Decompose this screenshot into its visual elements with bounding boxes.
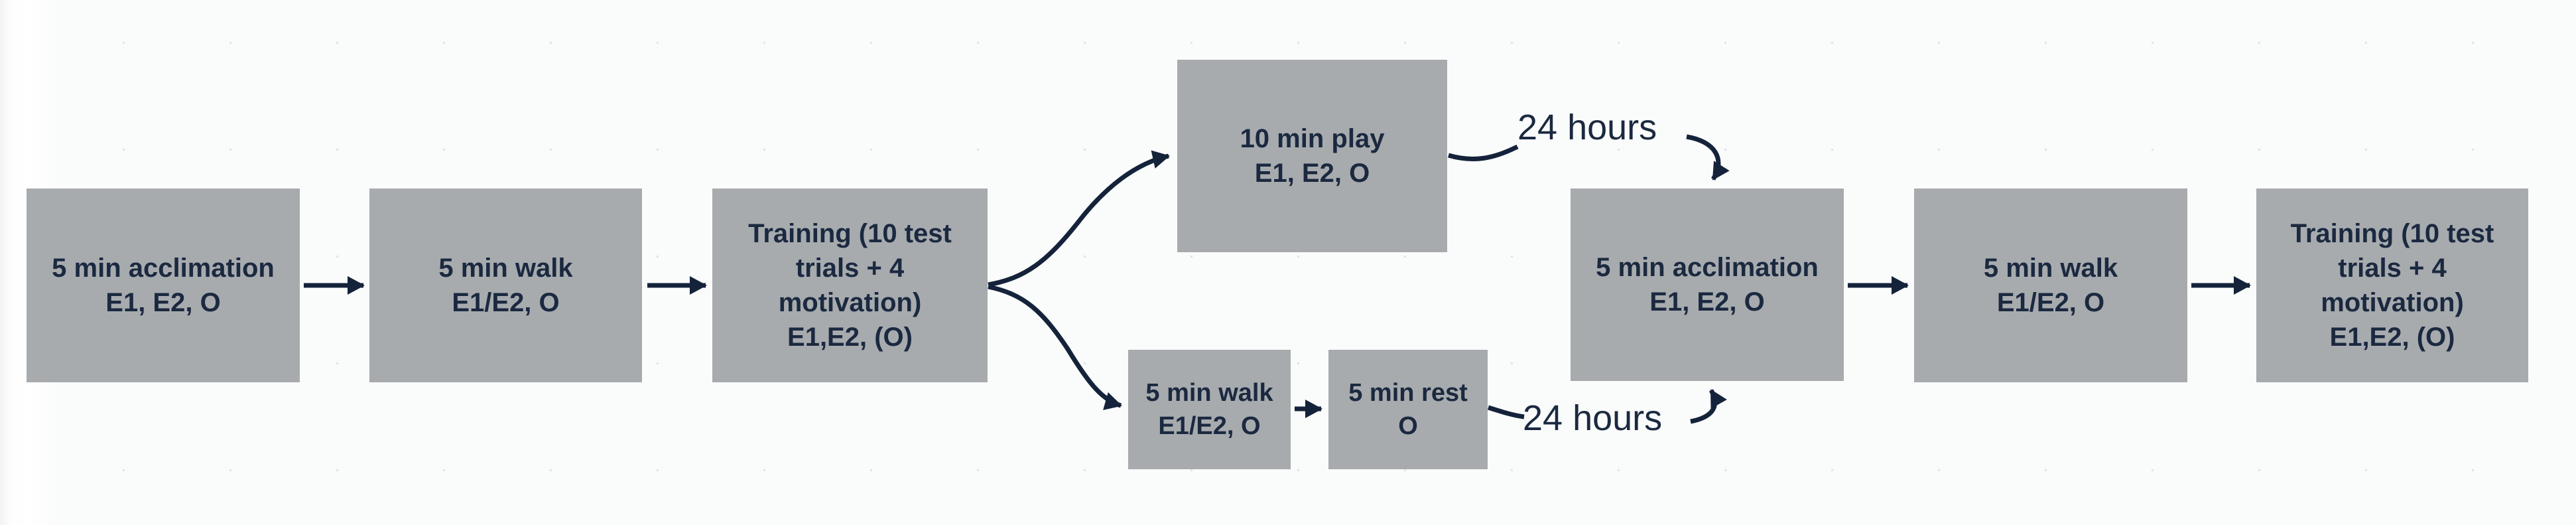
node-text-line: 5 min acclimation (52, 254, 275, 283)
node-text-line: motivation) (2321, 288, 2464, 317)
node-text-line: O (1398, 412, 1418, 440)
node-rest: 5 min rest O (1328, 350, 1488, 469)
node-text-line: 10 min play (1240, 124, 1385, 153)
node-text-line: 5 min acclimation (1596, 253, 1819, 282)
node-text-line: E1,E2, (O) (2329, 323, 2455, 352)
node-training-1: Training (10 test trials + 4 motivation)… (712, 188, 988, 382)
arrow-fork-lower-to-walk-branch (988, 284, 1122, 410)
node-walk-branch: 5 min walk E1/E2, O (1128, 350, 1291, 469)
node-text-line: E1, E2, O (1254, 159, 1370, 188)
node-text-line: trials + 4 (2338, 254, 2447, 283)
connector-play-to-24hours-top (1448, 144, 1519, 161)
node-text-line: E1/E2, O (1996, 288, 2105, 317)
node-text-line: 5 min walk (1145, 379, 1273, 407)
arrow-24hours-top-into-acclimation2 (1686, 134, 1730, 181)
label-24-hours-bottom: 24 hours (1523, 398, 1663, 438)
node-text-line: trials + 4 (795, 254, 905, 283)
node-text-line: Training (10 test (748, 219, 952, 248)
label-24-hours-top: 24 hours (1517, 108, 1657, 147)
node-text-line: E1/E2, O (1158, 412, 1261, 440)
node-acclimation-2: 5 min acclimation E1, E2, O (1571, 188, 1844, 381)
node-text-line: 5 min walk (438, 254, 573, 283)
node-text-line: 5 min walk (1983, 254, 2118, 283)
node-walk-1: 5 min walk E1/E2, O (369, 188, 642, 382)
connector-rest-to-24hours-bottom (1487, 405, 1525, 419)
node-training-2: Training (10 test trials + 4 motivation)… (2256, 188, 2528, 382)
node-acclimation-1: 5 min acclimation E1, E2, O (27, 188, 300, 382)
arrow-24hours-bottom-into-acclimation2 (1690, 389, 1727, 424)
node-text-line: E1, E2, O (105, 288, 221, 317)
node-walk-2: 5 min walk E1/E2, O (1914, 188, 2187, 382)
node-play: 10 min play E1, E2, O (1177, 60, 1447, 252)
node-text-line: 5 min rest (1348, 379, 1468, 407)
node-text-line: E1/E2, O (452, 288, 560, 317)
node-text-line: E1,E2, (O) (787, 323, 913, 352)
arrow-fork-upper-to-play (988, 150, 1170, 287)
node-text-line: motivation) (778, 288, 922, 317)
node-text-line: Training (10 test (2290, 219, 2494, 248)
node-text-line: E1, E2, O (1649, 287, 1765, 317)
